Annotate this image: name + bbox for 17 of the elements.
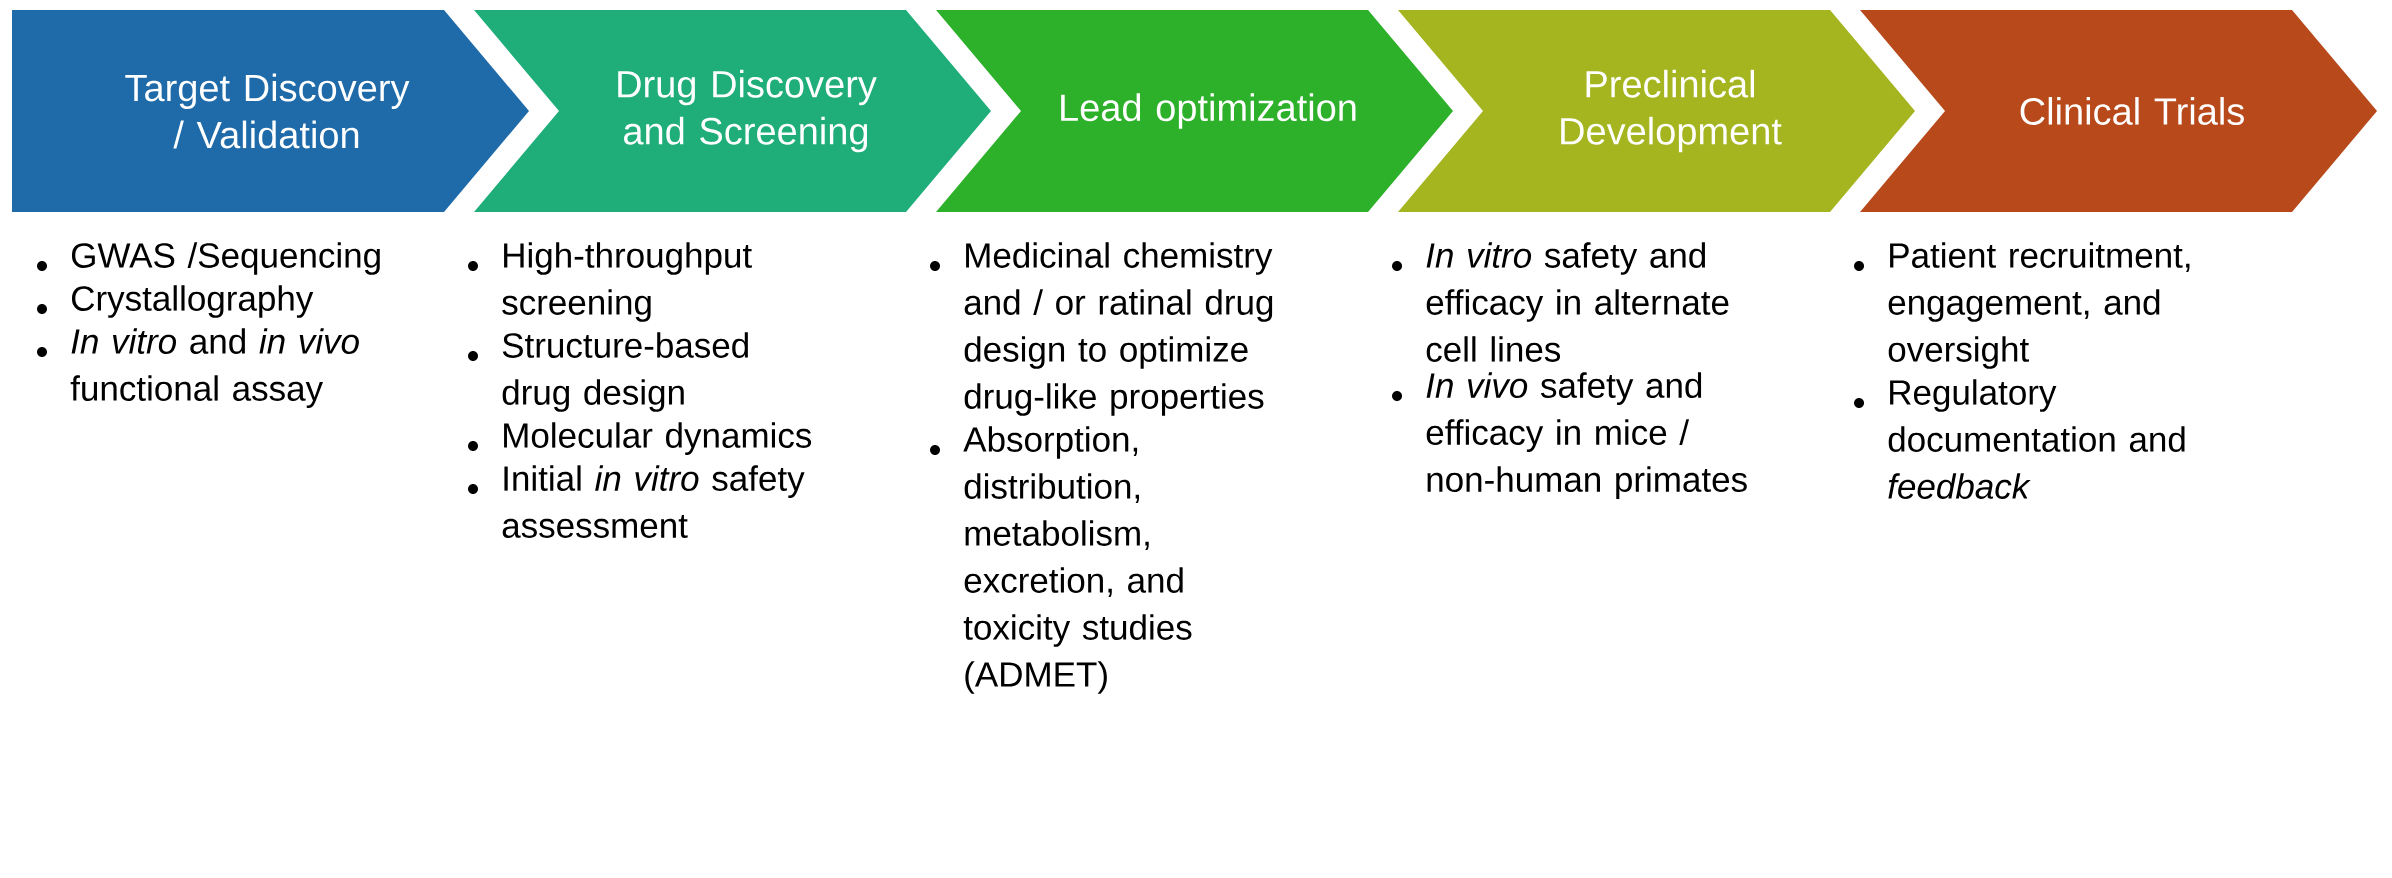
chevron-step: Preclinical Development [1398,10,1916,212]
chevron-step: Lead optimization [936,10,1453,212]
bullet-item: Absorption, distribution, metabolism, excretion, and toxicity studies (ADMET) [930,426,1192,694]
bullet-item: Patient recruitment, engagement, and oversight [1854,242,2190,369]
bullet-item: Molecular dynamics [468,422,812,455]
chevron-step: Drug Discovery and Screening [474,10,991,212]
chevron-step: Clinical Trials [1860,10,2378,212]
bullet-item: In vitro and in vivo functional assay [37,328,359,408]
chevron-step: Target Discovery / Validation [12,10,529,212]
bullet-item: GWAS /Sequencing [37,242,380,275]
bullet-item: Medicinal chemistry and / or ratinal drug design to optimize drug-like properties [930,242,1273,416]
bullet-item: Initial in vitro safety assessment [468,465,805,538]
bullet-item: Crystallography [37,285,314,318]
bullet-item: Structure-based drug design [468,332,748,412]
bullet-item: High-throughput screening [468,242,752,322]
bullet-item: In vivo safety and efficacy in mice / non-human primates [1392,372,1747,499]
bullet-item: Regulatory documentation and feedback [1854,379,2185,499]
